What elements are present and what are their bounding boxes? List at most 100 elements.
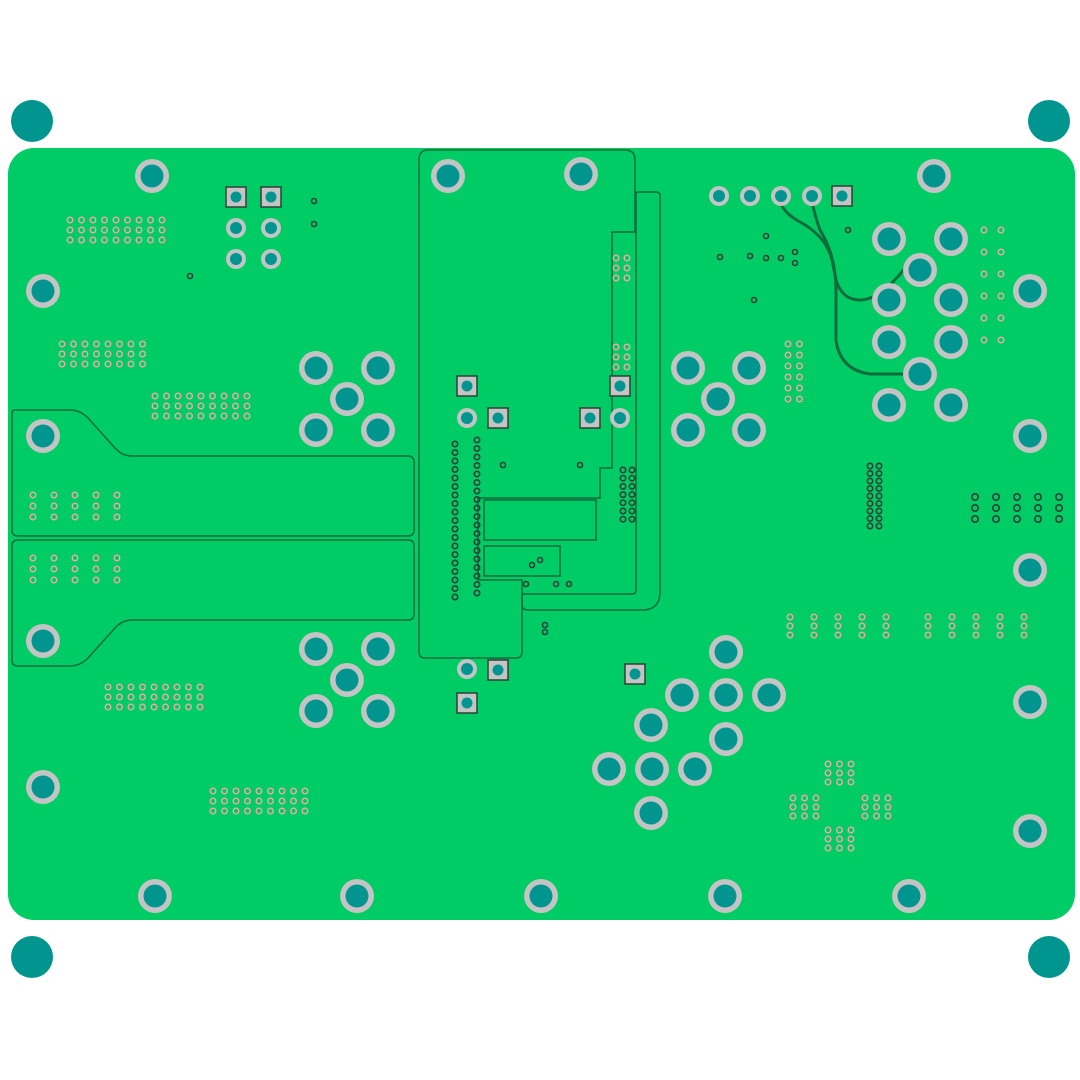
via-icon (948, 613, 956, 621)
via-icon (499, 461, 507, 469)
pad-hole (304, 637, 328, 661)
pad-hole (461, 663, 473, 675)
via-icon (92, 350, 100, 358)
via-icon (628, 466, 636, 474)
via-icon (278, 787, 286, 795)
through-hole-pads (26, 157, 1047, 913)
via-icon (197, 402, 205, 410)
via-icon (184, 693, 192, 701)
via-icon (451, 448, 459, 456)
via-icon (924, 622, 932, 630)
via-icon (884, 794, 892, 802)
via-icon (522, 580, 530, 588)
pad-hole (461, 380, 473, 392)
pad-hole (877, 227, 901, 251)
via-icon (138, 350, 146, 358)
via-icon (847, 826, 855, 834)
via-icon (628, 507, 636, 515)
pad-hole (939, 227, 963, 251)
via-icon (786, 631, 794, 639)
via-icon (451, 465, 459, 473)
via-icon (875, 477, 883, 485)
via-icon (162, 402, 170, 410)
via-icon (810, 613, 818, 621)
via-icon (29, 491, 37, 499)
via-icon (628, 491, 636, 499)
pad-hole (775, 190, 787, 202)
via-icon (451, 525, 459, 533)
via-icon (278, 797, 286, 805)
via-icon (127, 693, 135, 701)
via-icon (115, 693, 123, 701)
via-icon (824, 778, 832, 786)
via-icon (185, 402, 193, 410)
via-icon (135, 216, 143, 224)
via-icon (473, 504, 481, 512)
via-icon (623, 254, 631, 262)
via-icon (197, 412, 205, 420)
pad-hole (140, 164, 164, 188)
via-icon (612, 363, 620, 371)
via-icon (81, 350, 89, 358)
via-icon (220, 807, 228, 815)
pad-hole (737, 418, 761, 442)
via-icon (716, 253, 724, 261)
via-icon (451, 567, 459, 575)
via-icon (50, 491, 58, 499)
via-icon (619, 466, 627, 474)
via-icon (138, 693, 146, 701)
pad-hole (31, 279, 55, 303)
via-icon (873, 812, 881, 820)
via-icon (789, 812, 797, 820)
pad-hole (877, 393, 901, 417)
via-icon (473, 555, 481, 563)
via-icon (151, 412, 159, 420)
via-icon (1055, 492, 1064, 501)
via-icon (220, 787, 228, 795)
via-icon (71, 576, 79, 584)
pad-hole (529, 884, 553, 908)
via-icon (997, 270, 1005, 278)
via-icon (208, 402, 216, 410)
via-icon (473, 589, 481, 597)
via-icon (875, 507, 883, 515)
pad-hole (597, 757, 621, 781)
pad-hole (939, 330, 963, 354)
via-icon (858, 622, 866, 630)
via-icon (812, 812, 820, 820)
via-icon (834, 631, 842, 639)
via-icon (777, 254, 785, 262)
via-icon (50, 513, 58, 521)
via-icon (92, 360, 100, 368)
via-icon (135, 226, 143, 234)
via-icon (77, 226, 85, 234)
pad-hole (461, 697, 473, 709)
via-icon (980, 292, 988, 300)
via-icon (810, 622, 818, 630)
via-icon (824, 844, 832, 852)
via-icon (451, 593, 459, 601)
via-icon (451, 542, 459, 550)
pad-hole (706, 387, 730, 411)
via-icon (146, 216, 154, 224)
via-icon (220, 402, 228, 410)
pad-hole (335, 668, 359, 692)
via-icon (873, 794, 881, 802)
mounting-holes (11, 100, 1070, 978)
via-icon (232, 807, 240, 815)
via-icon (113, 554, 121, 562)
via-icon (243, 412, 251, 420)
via-icon (858, 613, 866, 621)
via-icon (115, 340, 123, 348)
pad-hole (304, 418, 328, 442)
via-icon (115, 360, 123, 368)
pad-hole (676, 418, 700, 442)
center-plane-outline (418, 149, 636, 659)
via-icon (71, 513, 79, 521)
via-icon (66, 236, 74, 244)
via-icon (184, 683, 192, 691)
via-icon (451, 499, 459, 507)
via-icon (801, 812, 809, 820)
via-icon (619, 515, 627, 523)
via-icon (882, 613, 890, 621)
